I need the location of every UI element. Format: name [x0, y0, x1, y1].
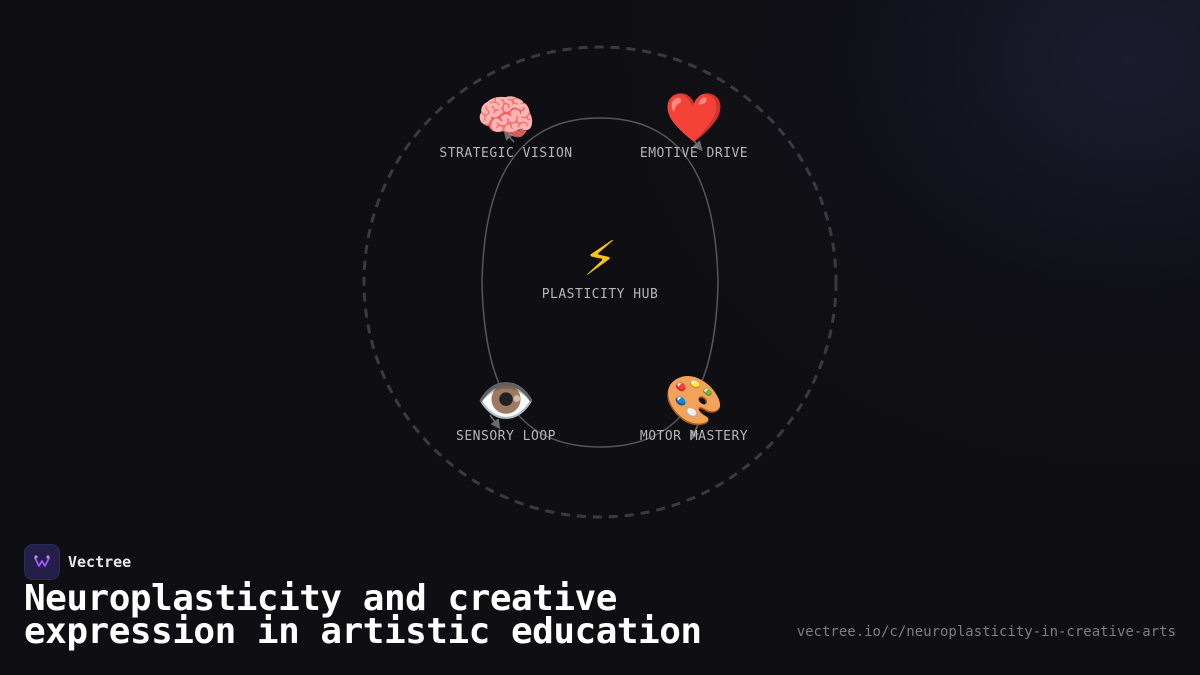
brand: Vectree	[24, 544, 131, 580]
node-label: MOTOR MASTERY	[639, 429, 749, 444]
arrow-to-strategic	[503, 130, 515, 143]
brand-name: Vectree	[68, 553, 132, 571]
source-url[interactable]: vectree.io/c/neuroplasticity-in-creative…	[796, 624, 1176, 640]
node-label: EMOTIVE DRIVE	[639, 146, 749, 161]
node-label: STRATEGIC VISION	[439, 146, 573, 161]
arrow-to-motor	[690, 424, 700, 441]
outer-dashed-ring	[362, 45, 838, 519]
node-strategic-vision: 🧠 STRATEGIC VISION	[396, 90, 616, 161]
node-motor-mastery: 🎨 MOTOR MASTERY	[584, 373, 804, 444]
page-title: Neuroplasticity and creative expression …	[24, 578, 702, 652]
arrow-to-emotive	[689, 135, 703, 152]
node-label: SENSORY LOOP	[456, 429, 556, 444]
arrow-to-sensory	[489, 414, 501, 430]
node-plasticity-hub: ⚡ PLASTICITY HUB	[490, 231, 710, 302]
node-emotive-drive: ❤️ EMOTIVE DRIVE	[584, 90, 804, 161]
vectree-logo-icon	[24, 544, 60, 580]
brain-icon: 🧠	[476, 90, 536, 146]
palette-icon: 🎨	[664, 373, 724, 429]
eye-icon: 👁️	[476, 373, 536, 429]
lightning-bolt-icon: ⚡	[583, 231, 617, 287]
cycle-loop-path	[481, 117, 719, 448]
node-sensory-loop: 👁️ SENSORY LOOP	[396, 373, 616, 444]
heart-icon: ❤️	[664, 90, 724, 146]
node-label: PLASTICITY HUB	[541, 287, 659, 302]
